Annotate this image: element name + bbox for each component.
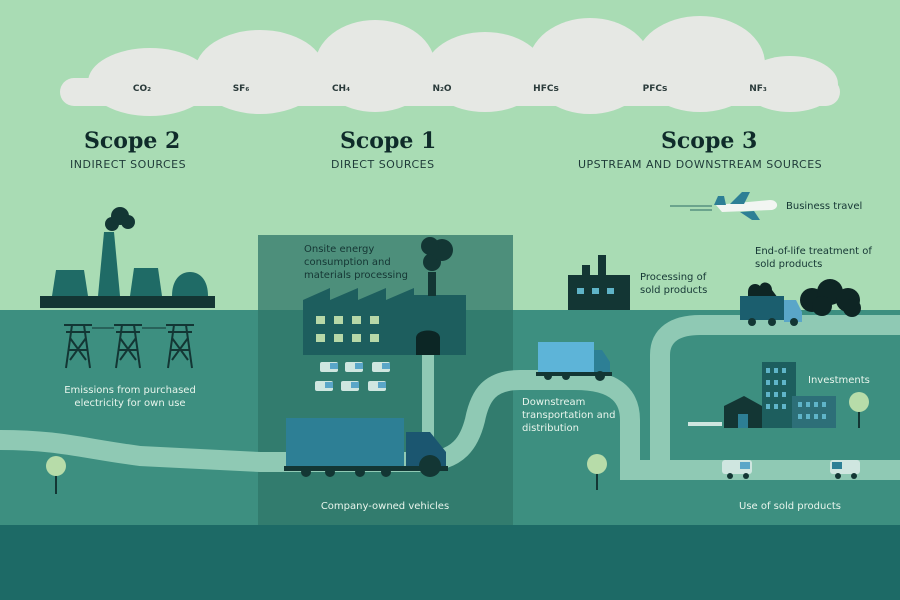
gas-label: CO₂ [132,84,152,94]
power-pylons-icon [64,324,194,369]
label-company-vehicles: Company-owned vehicles [320,501,450,512]
bottom-band [0,525,900,600]
scope3-title: Scope 3 [661,128,758,154]
tree-icon [587,454,607,490]
label-electricity: Emissions from purchased electricity for… [64,385,196,409]
tree-icon [46,456,66,494]
scope2-title: Scope 2 [84,128,181,154]
gas-label: N₂O [432,84,452,94]
scope1-subtitle: DIRECT SOURCES [331,158,435,171]
gas-label: PFCs [642,84,668,94]
processing-factory-icon [568,255,630,310]
label-downstream: Downstream transportation and distributi… [522,397,616,434]
gas-label: NF₃ [749,84,767,94]
investments-buildings-icon [688,362,836,428]
downstream-truck-icon [536,342,612,381]
factory-icon [303,237,466,355]
label-onsite-energy: Onsite energy consumption and materials … [304,244,409,281]
gas-label: HFCs [533,84,559,94]
scope3-subtitle: UPSTREAM AND DOWNSTREAM SOURCES [578,158,823,171]
sold-product-cars-icon [722,460,860,479]
end-of-life-truck-icon [740,282,802,326]
road-loop [650,315,900,470]
scope2-subtitle: INDIRECT SOURCES [70,158,187,171]
emissions-cloud [60,16,840,116]
airplane-icon [670,192,778,220]
scope1-title: Scope 1 [340,128,437,154]
gas-label: SF₆ [232,84,250,94]
power-plant-icon [40,207,215,308]
company-truck-icon [284,418,448,477]
waste-pile-icon [800,279,861,317]
tree-icon [849,392,869,428]
label-processing: Processing of sold products [640,272,708,296]
label-investments: Investments [808,375,870,386]
label-use-of-sold: Use of sold products [739,501,841,512]
parked-cars-icon [315,362,390,391]
label-business-travel: Business travel [786,201,863,212]
label-end-of-life: End-of-life treatment of sold products [755,246,872,270]
road [0,370,900,480]
gas-label: CH₄ [331,84,351,94]
